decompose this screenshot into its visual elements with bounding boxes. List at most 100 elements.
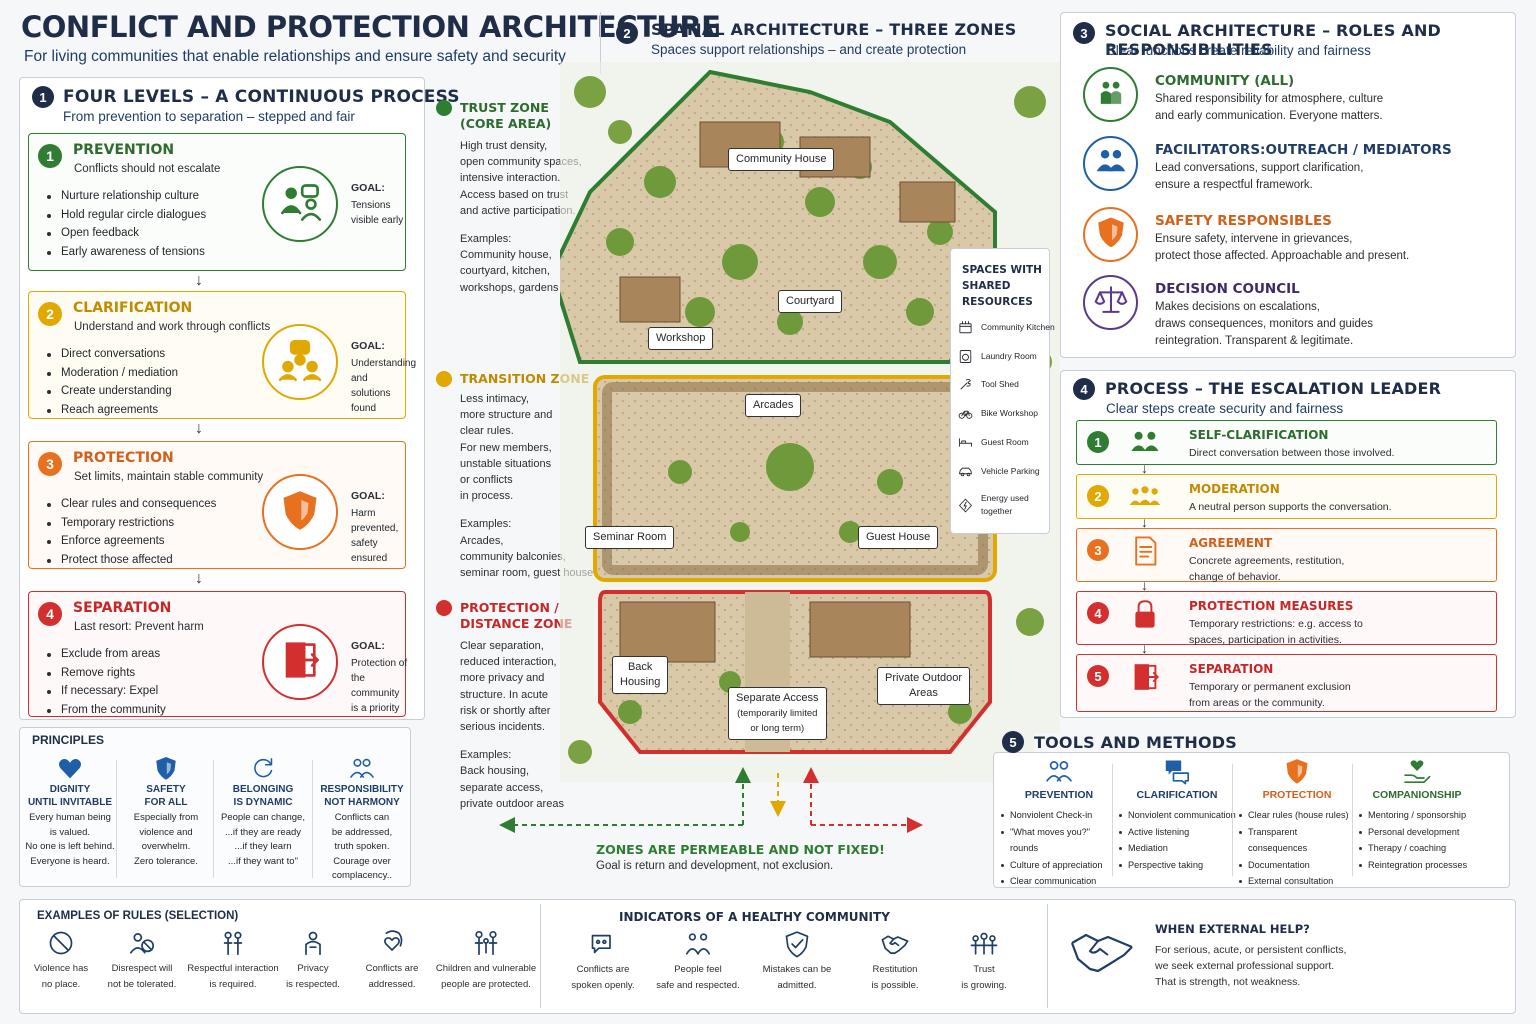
step-line: from areas or the community. [1189, 697, 1325, 709]
group-icon [316, 755, 408, 783]
step-title: MODERATION [1189, 482, 1280, 496]
principles-title: PRINCIPLES [32, 733, 105, 747]
level-bullet: Temporary restrictions [45, 514, 216, 533]
label-workshop: Workshop [648, 327, 714, 350]
level-number: 1 [38, 144, 62, 168]
tool-item: Transparent consequences [1238, 824, 1356, 857]
indicator-line: Conflicts are [576, 964, 630, 975]
header-divider [600, 12, 601, 74]
indicator-line: admitted. [777, 979, 817, 991]
tool-item: Documentation [1238, 857, 1356, 874]
role-title: DECISION COUNCIL [1155, 281, 1300, 297]
resource-item: Community Kitchen [958, 320, 1055, 335]
principle-subtitle: FOR ALL [144, 797, 188, 808]
spatial-title: SPATIAL ARCHITECTURE – THREE ZONES [651, 20, 1017, 39]
indicator-item: Mistakes can be admitted. [745, 930, 849, 993]
zone-desc-line: Less intimacy, [460, 393, 529, 405]
tool-item: Therapy / coaching [1358, 840, 1476, 857]
zone-dot [436, 371, 452, 387]
indicator-line: Mistakes can be [762, 964, 832, 975]
washer-icon [958, 349, 973, 364]
spatial-subtitle: Spaces support relationships – and creat… [651, 42, 967, 57]
community-icon [1094, 75, 1128, 114]
role-line: draws consequences, monitors and guides [1155, 318, 1373, 330]
process-title: PROCESS – THE ESCALATION LEADER [1105, 379, 1442, 398]
zone-example-line: Examples: [460, 518, 512, 531]
resource-label: Vehicle Parking [981, 465, 1040, 476]
label-seminar-room: Seminar Room [585, 526, 675, 549]
external-line: For serious, acute, or persistent confli… [1155, 944, 1347, 956]
step-protection-measures: 4 PROTECTION MEASURES Temporary restrict… [1076, 591, 1497, 648]
indicators-title: INDICATORS OF A HEALTHY COMMUNITY [619, 910, 890, 924]
level-clarification: 2 CLARIFICATION Understand and work thro… [28, 291, 416, 419]
tool-item: Active listening [1118, 824, 1236, 841]
levels-number: 1 [32, 86, 54, 108]
step-line: change of behavior. [1189, 571, 1281, 583]
zone-desc-line: Access based on trust [460, 188, 569, 201]
zone-desc-line: intensive interaction. [460, 172, 561, 185]
group-icon [1000, 757, 1118, 787]
indicator-line: Restitution [872, 964, 918, 975]
role-line: Ensure safety, intervene in grievances, [1155, 233, 1353, 245]
zone-desc-line: High trust density, [460, 140, 548, 152]
level-title: CLARIFICATION [73, 300, 193, 316]
heart-hand-icon [1358, 757, 1476, 787]
zone-desc-line: For new members, [460, 441, 552, 454]
rule-item: Conflicts are addressed. [337, 929, 447, 992]
tool-item: External consultation [1238, 873, 1356, 890]
zone-example-line: separate access, [460, 781, 544, 794]
tool-item: Personal development [1358, 824, 1476, 841]
resources-panel [950, 248, 1050, 534]
role-line: Shared responsibility for atmosphere, cu… [1155, 93, 1384, 105]
level-number: 4 [38, 602, 62, 626]
step-description: Direct conversation between those involv… [1189, 445, 1394, 461]
tool-item: Clear communication [1000, 873, 1118, 890]
role-icon-circle [1083, 275, 1138, 330]
zone-example-line: Community house, [460, 249, 552, 262]
rule-line: not be tolerated. [107, 978, 177, 990]
principle-divider [213, 760, 214, 878]
step-moderation: 2 MODERATION A neutral person supports t… [1076, 474, 1497, 519]
tool-group-protection: PROTECTION Clear rules (house rules)Tran… [1238, 757, 1356, 890]
rule-line: addressed. [368, 978, 416, 990]
principle-title: SAFETY [146, 784, 186, 795]
level-subtitle: Last resort: Prevent harm [74, 621, 204, 633]
step-description: A neutral person supports the conversati… [1189, 499, 1392, 515]
principle-line: truth spoken. [334, 841, 390, 852]
level-number: 2 [38, 302, 62, 326]
zone-examples: Examples:Back housing,separate access,pr… [460, 747, 564, 812]
label-separate-access: Separate Access (temporarily limited or … [728, 687, 827, 740]
rule-line: Conflicts are [365, 963, 419, 974]
label-courtyard: Courtyard [778, 290, 843, 313]
zone-title-2: DISTANCE ZONE [460, 616, 573, 631]
principle-divider [116, 760, 117, 878]
zone-desc-line: in process. [460, 490, 514, 503]
level-bullet: Exclude from areas [45, 645, 166, 664]
zone-example-line: private outdoor areas [460, 797, 564, 810]
principle-belonging: BELONGING IS DYNAMIC People can change,.… [217, 755, 309, 869]
bottom-divider-2 [1047, 904, 1048, 1008]
principle-dignity: DIGNITY UNTIL INVITABLE Every human bein… [24, 755, 116, 869]
tools-panel [993, 752, 1510, 888]
indicator-line: is growing. [961, 979, 1007, 991]
role-description: Makes decisions on escalations,draws con… [1155, 299, 1373, 350]
heart-head-icon [337, 929, 447, 961]
level-bullet: Clear rules and consequences [45, 495, 216, 514]
page-subtitle: For living communities that enable relat… [24, 48, 566, 65]
tools-title: TOOLS AND METHODS [1034, 733, 1243, 752]
level-goal-label: GOAL: [351, 182, 385, 194]
tool-divider [1232, 764, 1233, 876]
indicator-line: safe and respected. [656, 979, 740, 991]
rule-line: is required. [209, 978, 257, 990]
rule-line: people are protected. [441, 978, 531, 990]
zone-title-2: (CORE AREA) [460, 116, 552, 131]
car-icon [958, 464, 973, 479]
external-description: For serious, acute, or persistent confli… [1155, 942, 1346, 990]
shield-icon [1094, 215, 1128, 254]
external-line: That is strength, not weakness. [1155, 976, 1301, 988]
people-safe-icon [646, 930, 750, 962]
